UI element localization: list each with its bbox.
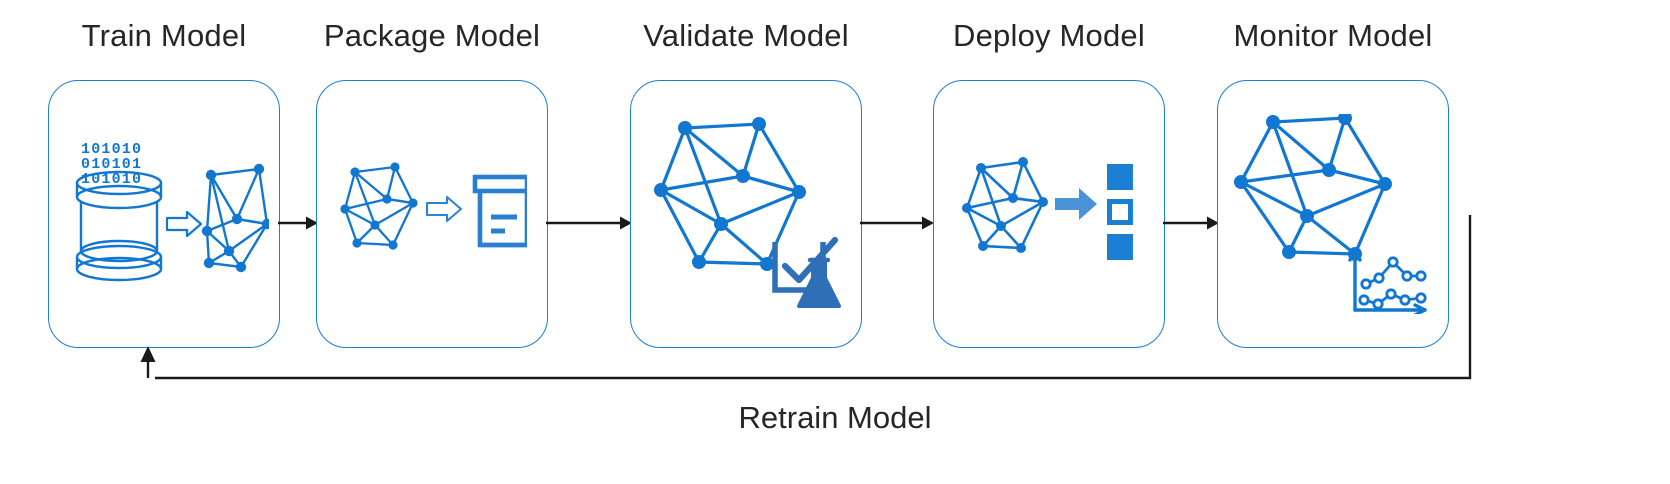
outline-arrow-icon [425,195,463,223]
outline-arrow-icon [165,210,203,238]
retrain-arrow-head [140,346,156,362]
connector-deploy-to-monitor [1163,214,1219,232]
package-box-icon [472,174,527,248]
network-graph [965,160,1045,250]
network-nodes [1234,114,1392,261]
package-box-lines [491,214,517,234]
network-nodes [201,163,269,273]
svg-text:101010: 101010 [81,171,142,188]
database-to-network-icon: 101010 010101 101010 [48,80,280,348]
svg-text:010101: 010101 [81,156,142,173]
retrain-model-label: Retrain Model [738,400,932,435]
server-square-top [1107,164,1133,190]
network-with-checklist-flask-icon [630,80,862,348]
stage-deploy-model[interactable]: Deploy Model [933,18,1165,348]
network-to-servers-icon [933,80,1165,348]
network-graph [1239,116,1387,256]
connector-train-to-package [278,214,318,232]
stage-title-train: Train Model [81,18,247,53]
solid-arrow-icon [1055,188,1097,220]
stage-validate-model[interactable]: Validate Model [630,18,862,348]
network-nodes [654,117,806,271]
stage-title-monitor: Monitor Model [1233,18,1433,53]
stage-train-model[interactable]: Train Model 101010 010101 101010 [48,18,280,348]
flask-icon [797,258,841,308]
network-to-package-icon [316,80,548,348]
server-square-bottom [1107,234,1133,260]
chart-series-upper-markers [1360,256,1427,290]
binary-digits: 101010 010101 101010 [81,141,142,188]
svg-text:101010: 101010 [81,141,142,158]
stage-title-validate: Validate Model [643,18,849,53]
connector-validate-to-deploy [860,214,934,232]
server-squares-icon [1107,164,1133,260]
stage-monitor-model[interactable]: Monitor Model [1217,18,1449,348]
stage-title-package: Package Model [323,18,541,53]
network-graph [343,165,415,247]
database-cylinder [75,170,163,282]
connector-package-to-validate [546,214,632,232]
stage-package-model[interactable]: Package Model [316,18,548,348]
stage-title-deploy: Deploy Model [953,18,1145,53]
network-with-line-chart-icon [1217,80,1449,348]
network-graph [659,122,801,266]
server-square-middle [1107,199,1133,225]
